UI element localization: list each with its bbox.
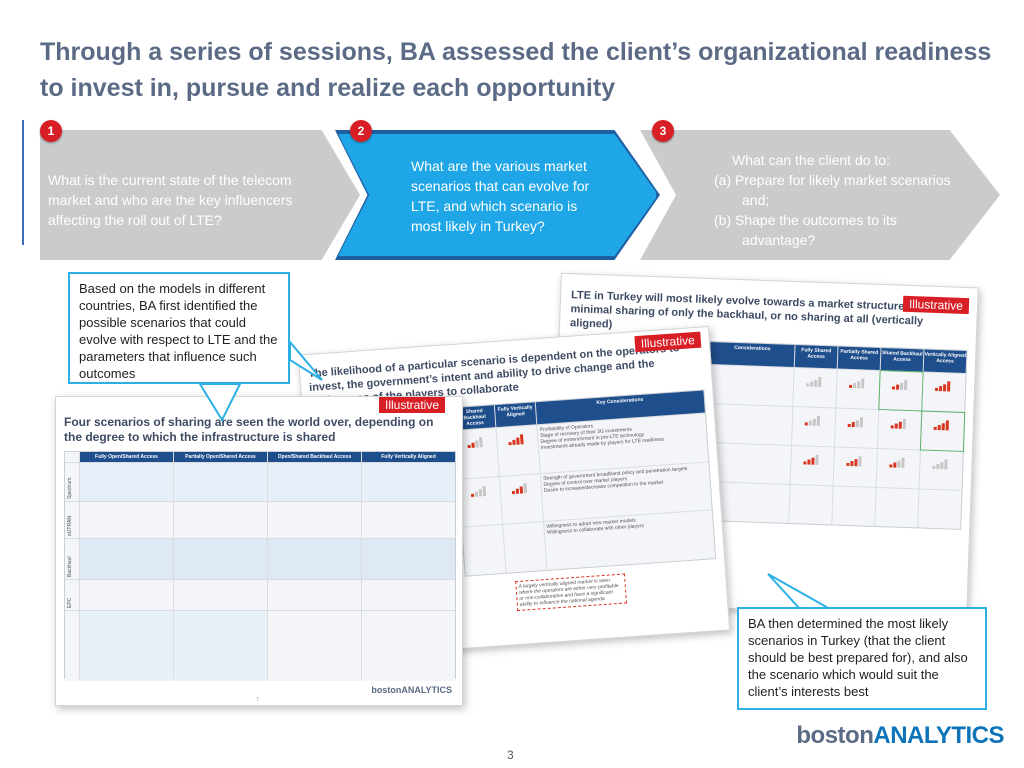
- slide-a-title: Four scenarios of sharing are seen the w…: [64, 415, 434, 444]
- step-3-chevron: What can the client do to: (a) Prepare f…: [640, 130, 1000, 260]
- illustrative-tag: Illustrative: [379, 397, 446, 413]
- callout-likely-scenarios: BA then determined the most likely scena…: [737, 607, 987, 710]
- accent-bar: [22, 120, 24, 245]
- illustrative-tag: Illustrative: [902, 295, 970, 315]
- step-2-chevron: What are the various market scenarios th…: [335, 130, 660, 260]
- step-2-badge: 2: [350, 120, 372, 142]
- step-3-text: What can the client do to: (a) Prepare f…: [714, 152, 951, 248]
- step-1-badge: 1: [40, 120, 62, 142]
- step-1-chevron: What is the current state of the telecom…: [40, 130, 360, 260]
- page-number: 3: [507, 748, 514, 762]
- step-1-text: What is the current state of the telecom…: [48, 172, 293, 228]
- slide-a-logo: bostonANALYTICS: [371, 685, 452, 695]
- slide-a-page: 7: [256, 697, 259, 703]
- slide-thumbnail-scenarios: Four scenarios of sharing are seen the w…: [55, 396, 463, 706]
- bostonanalytics-logo: bostonANALYTICS: [796, 722, 1004, 749]
- step-2-text: What are the various market scenarios th…: [411, 158, 590, 234]
- slide-b-note: A largely vertically aligned market is s…: [515, 573, 628, 612]
- callout-scenarios: Based on the models in different countri…: [68, 272, 290, 384]
- step-3-badge: 3: [652, 120, 674, 142]
- page-title: Through a series of sessions, BA assesse…: [40, 38, 992, 102]
